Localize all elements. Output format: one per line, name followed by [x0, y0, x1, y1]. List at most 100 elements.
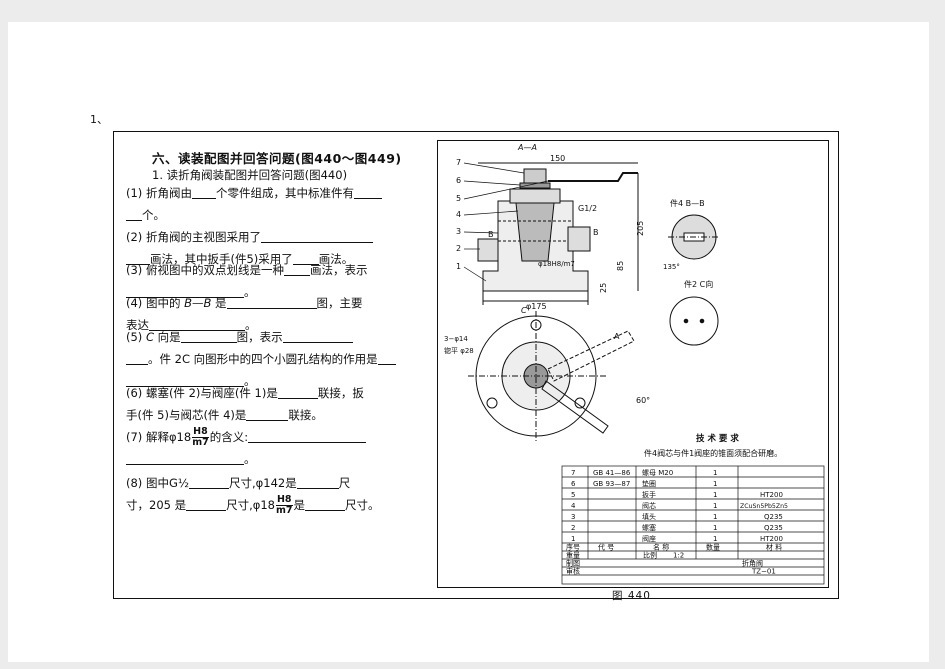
answer-blank[interactable]	[149, 316, 245, 331]
top-view: C 3−φ14 锪平 φ28 60° A	[444, 306, 650, 441]
view-c: 件2 C向	[669, 279, 719, 346]
answer-blank[interactable]	[292, 250, 319, 265]
svg-text:5: 5	[456, 194, 461, 203]
svg-text:名 称: 名 称	[653, 543, 669, 552]
svg-text:2: 2	[456, 244, 461, 253]
answer-blank[interactable]	[377, 350, 396, 365]
answer-blank[interactable]	[296, 474, 339, 489]
svg-text:B: B	[488, 230, 494, 239]
svg-text:扳手: 扳手	[642, 490, 656, 499]
answer-blank[interactable]	[277, 384, 318, 399]
svg-text:代 号: 代 号	[598, 543, 614, 552]
svg-text:件2 C向: 件2 C向	[684, 279, 713, 289]
svg-text:205: 205	[636, 221, 645, 236]
svg-text:1: 1	[713, 502, 717, 510]
svg-text:85: 85	[616, 261, 625, 271]
svg-text:数量: 数量	[706, 543, 720, 552]
answer-blank[interactable]	[305, 496, 346, 511]
svg-text:比例: 比例	[643, 551, 657, 560]
svg-text:ZCuSn5Pb5Zn5: ZCuSn5Pb5Zn5	[740, 503, 788, 510]
svg-text:A: A	[614, 332, 620, 341]
svg-text:7: 7	[571, 469, 575, 477]
question-6: (6) 螺塞(件 2)与阀座(件 1)是联接，扳 手(件 5)与阀芯(件 4)是…	[126, 384, 364, 422]
answer-blank[interactable]	[246, 406, 289, 421]
svg-text:7: 7	[456, 158, 461, 167]
answer-blank[interactable]	[126, 283, 244, 298]
svg-text:HT200: HT200	[760, 491, 783, 499]
svg-text:G1/2: G1/2	[578, 204, 597, 213]
svg-text:3−φ14: 3−φ14	[444, 335, 468, 343]
answer-blank[interactable]	[248, 428, 367, 443]
answer-blank[interactable]	[180, 328, 237, 343]
svg-text:GB 41—86: GB 41—86	[593, 469, 631, 477]
section-bb-view: 件4 B—B 135°	[663, 198, 720, 271]
question-3: (3) 俯视图中的双点划线是一种画法，表示 。	[126, 261, 368, 299]
svg-text:135°: 135°	[663, 263, 680, 271]
svg-text:3: 3	[456, 227, 461, 236]
svg-text:阀芯: 阀芯	[642, 501, 656, 510]
answer-blank[interactable]	[283, 261, 310, 276]
figure-caption: 图 440	[612, 590, 651, 602]
svg-text:垫圈: 垫圈	[642, 479, 656, 488]
drawing-svg: A—A 150 φ175 205	[444, 143, 825, 585]
svg-text:1: 1	[713, 524, 717, 532]
svg-text:1: 1	[713, 491, 717, 499]
svg-text:150: 150	[550, 154, 565, 163]
svg-text:HT200: HT200	[760, 535, 783, 543]
svg-text:φ18H8/m7: φ18H8/m7	[538, 260, 575, 268]
answer-blank[interactable]	[126, 450, 244, 465]
page-number: 1、	[90, 113, 108, 126]
svg-text:1: 1	[713, 513, 717, 521]
svg-text:螺母 M20: 螺母 M20	[642, 468, 673, 477]
svg-text:B: B	[593, 228, 599, 237]
part-balloons: 7 6 5 4 3 2 1	[456, 158, 461, 271]
front-section-view: A—A 150 φ175 205	[477, 143, 645, 311]
answer-blank[interactable]	[226, 294, 317, 309]
svg-text:φ175: φ175	[526, 302, 547, 311]
svg-text:5: 5	[571, 491, 575, 499]
svg-text:填头: 填头	[642, 512, 656, 521]
answer-blank[interactable]	[353, 184, 382, 199]
svg-text:25: 25	[599, 283, 608, 293]
svg-text:制图: 制图	[566, 559, 580, 568]
leader-lines	[463, 162, 549, 282]
answer-blank[interactable]	[260, 228, 373, 243]
section-title: 六、读装配图并回答问题(图440～图449)	[152, 151, 402, 166]
svg-text:1:2: 1:2	[673, 552, 684, 560]
svg-text:Q235: Q235	[764, 524, 783, 532]
svg-text:折角阀: 折角阀	[742, 559, 763, 568]
question-4: (4) 图中的 B—B 是图，主要 表达。	[126, 294, 363, 332]
question-5: (5) C 向是图，表示 。件 2C 向图形中的四个小圆孔结构的作用是 。	[126, 326, 416, 392]
svg-text:件4 B—B: 件4 B—B	[670, 198, 705, 208]
answer-blank[interactable]	[282, 328, 353, 343]
svg-text:1: 1	[713, 535, 717, 543]
answer-blank[interactable]	[186, 496, 227, 511]
sub-title: 1. 读折角阀装配图并回答问题(图440)	[152, 168, 348, 182]
svg-text:重量: 重量	[566, 552, 580, 560]
svg-text:6: 6	[571, 480, 576, 488]
question-1: (1) 折角阀由个零件组成，其中标准件有 个。	[126, 182, 416, 226]
svg-text:2: 2	[571, 524, 575, 532]
svg-text:TZ−01: TZ−01	[751, 568, 776, 576]
svg-text:A—A: A—A	[517, 143, 537, 152]
answer-blank[interactable]	[189, 474, 230, 489]
svg-text:阀座: 阀座	[642, 534, 656, 543]
svg-text:GB 93—87: GB 93—87	[593, 480, 630, 488]
svg-text:序号: 序号	[566, 543, 580, 552]
answer-blank[interactable]	[126, 250, 150, 265]
answer-blank[interactable]	[126, 206, 142, 221]
svg-text:螺塞: 螺塞	[642, 523, 656, 532]
question-2: (2) 折角阀的主视图采用了 画法，其中扳手(件5)采用了画法。	[126, 226, 416, 270]
svg-text:4: 4	[571, 502, 576, 510]
exercise-frame: 六、读装配图并回答问题(图440～图449) 1. 读折角阀装配图并回答问题(图…	[113, 131, 839, 602]
answer-blank[interactable]	[126, 350, 148, 365]
svg-text:1: 1	[713, 480, 717, 488]
parts-list-table	[561, 465, 825, 585]
answer-blank[interactable]	[191, 184, 216, 199]
tech-text: 件4阀芯与件1阀座的锥面须配合研磨。	[644, 448, 782, 458]
answer-blank[interactable]	[126, 372, 244, 387]
